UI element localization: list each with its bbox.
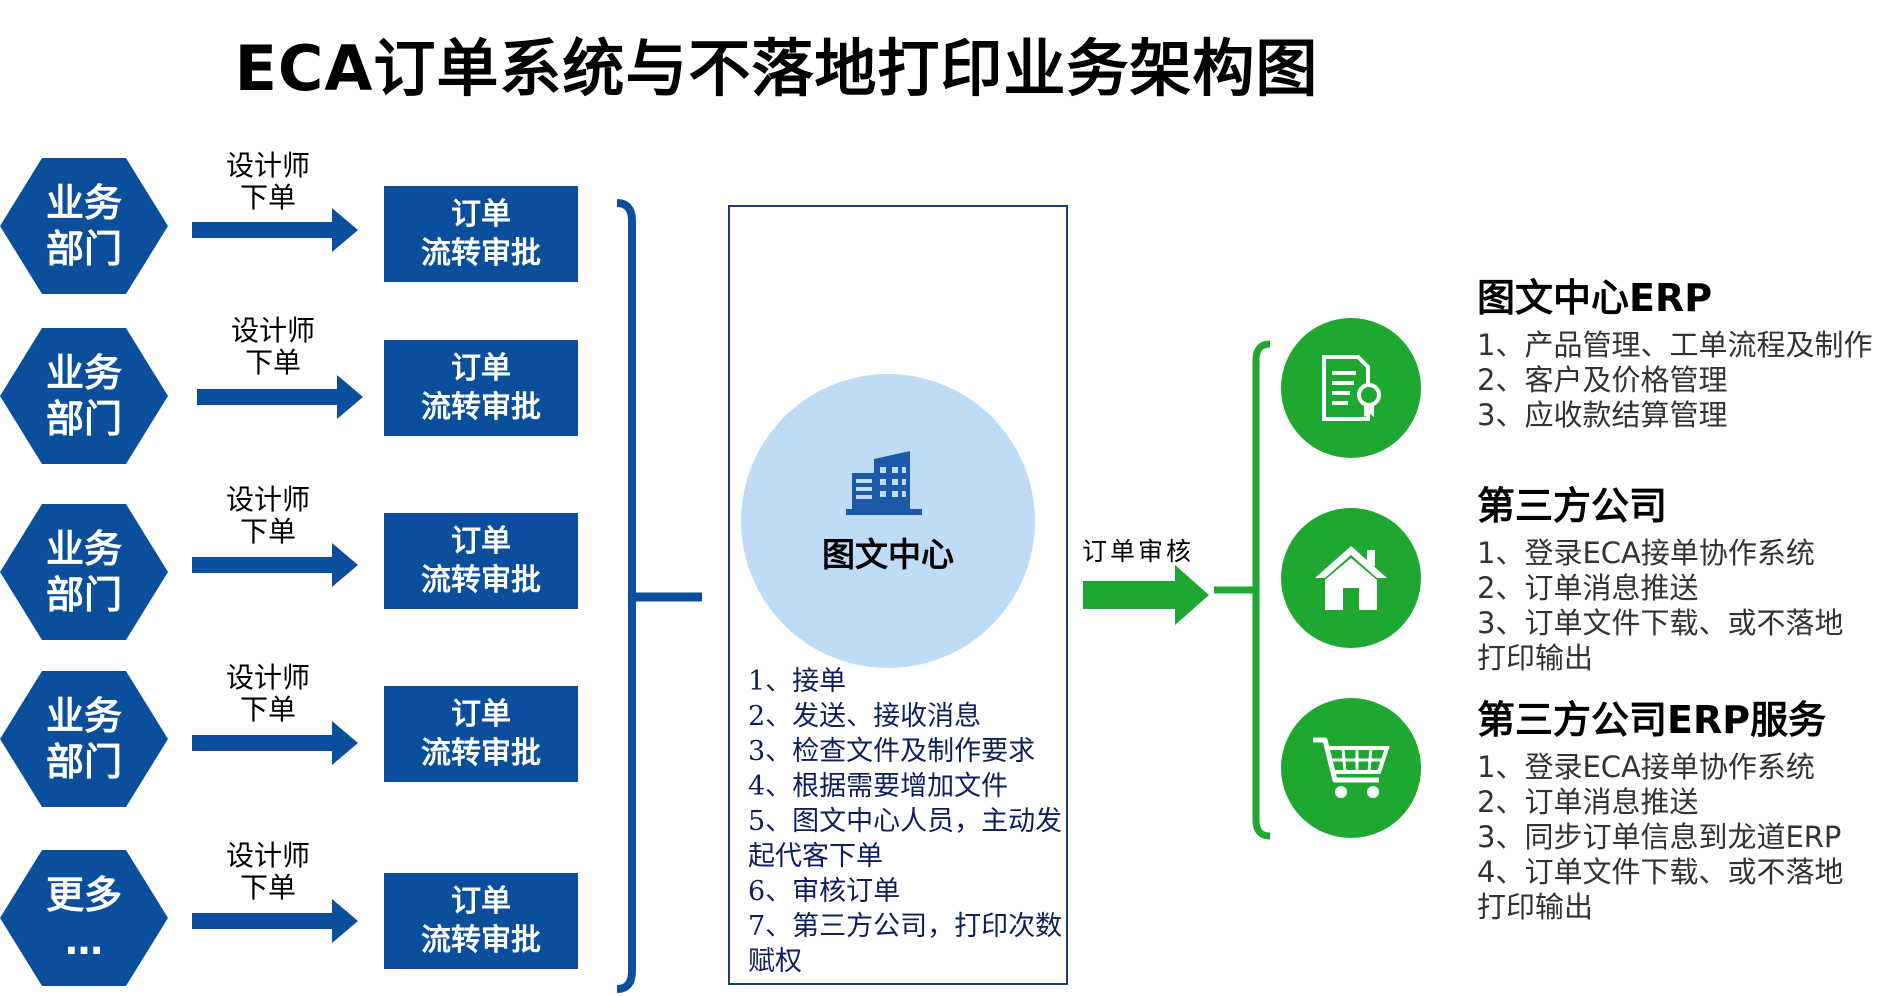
department-hexagon[interactable]: 业务 部门 bbox=[0, 671, 168, 807]
list-item: 2、发送、接收消息 bbox=[748, 701, 982, 732]
section-title: 第三方公司 bbox=[1477, 484, 1668, 528]
erp-section: 图文中心ERP 1、产品管理、工单流程及制作 2、客户及价格管理 3、应收款结算… bbox=[1477, 276, 1877, 433]
department-hexagon[interactable]: 更多 … bbox=[0, 850, 168, 986]
list-item: 3、同步订单信息到龙道ERP bbox=[1477, 820, 1842, 854]
right-arrow-icon bbox=[197, 375, 363, 419]
right-arrow-icon bbox=[192, 721, 358, 765]
erp-service-section: 第三方公司ERP服务 1、登录ECA接单协作系统 2、订单消息推送 3、同步订单… bbox=[1477, 698, 1857, 925]
arrow-label: 设计师 下单 bbox=[225, 149, 310, 214]
list-item: 3、应收款结算管理 bbox=[1477, 398, 1728, 432]
arrow-label: 设计师 下单 bbox=[225, 839, 310, 904]
list-item: 3、检查文件及制作要求 bbox=[748, 736, 1036, 767]
list-item: 4、根据需要增加文件 bbox=[748, 771, 1009, 802]
building-icon bbox=[846, 451, 922, 515]
section-list: 1、登录ECA接单协作系统 2、订单消息推送 3、同步订单信息到龙道ERP 4、… bbox=[1477, 750, 1857, 925]
list-item: 2、订单消息推送 bbox=[1477, 571, 1699, 605]
department-hexagon[interactable]: 业务 部门 bbox=[0, 158, 168, 294]
list-item: 2、客户及价格管理 bbox=[1477, 363, 1728, 397]
list-item: 7、第三方公司，打印次数赋权 bbox=[748, 911, 1063, 977]
company-circle bbox=[1281, 508, 1421, 648]
arrow-label: 设计师 下单 bbox=[230, 314, 315, 379]
list-item: 2、订单消息推送 bbox=[1477, 785, 1699, 819]
section-title: 第三方公司ERP服务 bbox=[1477, 698, 1827, 742]
approval-box[interactable]: 订单 流转审批 bbox=[384, 340, 578, 436]
approval-box[interactable]: 订单 流转审批 bbox=[384, 513, 578, 609]
approval-box[interactable]: 订单 流转审批 bbox=[384, 686, 578, 782]
right-arrow-icon bbox=[192, 543, 358, 587]
left-bracket bbox=[616, 199, 702, 993]
section-title: 图文中心ERP bbox=[1477, 276, 1713, 320]
right-bracket bbox=[1214, 340, 1271, 840]
section-list: 1、产品管理、工单流程及制作 2、客户及价格管理 3、应收款结算管理 bbox=[1477, 328, 1877, 433]
page-title: ECA订单系统与不落地打印业务架构图 bbox=[234, 32, 1319, 105]
audit-label: 订单审核 bbox=[1081, 537, 1194, 566]
green-right-arrow-icon bbox=[1083, 565, 1209, 625]
company-section: 第三方公司 1、登录ECA接单协作系统 2、订单消息推送 3、订单文件下载、或不… bbox=[1477, 484, 1857, 676]
arrow-label: 设计师 下单 bbox=[225, 483, 310, 548]
list-item: 4、订单文件下载、或不落地打印输出 bbox=[1477, 855, 1844, 924]
list-item: 5、图文中心人员，主动发起代客下单 bbox=[748, 806, 1063, 872]
section-list: 1、登录ECA接单协作系统 2、订单消息推送 3、订单文件下载、或不落地打印输出 bbox=[1477, 536, 1857, 676]
erp-service-circle bbox=[1281, 698, 1421, 838]
center-panel bbox=[728, 205, 1068, 985]
list-item: 1、登录ECA接单协作系统 bbox=[1477, 536, 1815, 570]
house-icon bbox=[1315, 546, 1387, 610]
center-circle bbox=[741, 374, 1035, 668]
list-item: 1、接单 bbox=[748, 666, 847, 697]
shopping-cart-icon bbox=[1313, 737, 1390, 798]
arrow-label: 设计师 下单 bbox=[225, 661, 310, 726]
list-item: 6、审核订单 bbox=[748, 876, 901, 907]
approval-box[interactable]: 订单 流转审批 bbox=[384, 873, 578, 969]
erp-circle bbox=[1281, 318, 1421, 458]
list-item: 1、登录ECA接单协作系统 bbox=[1477, 750, 1815, 784]
list-item: 3、订单文件下载、或不落地打印输出 bbox=[1477, 606, 1844, 675]
center-name: 图文中心 bbox=[822, 535, 954, 574]
department-hexagon[interactable]: 业务 部门 bbox=[0, 504, 168, 640]
approval-box[interactable]: 订单 流转审批 bbox=[384, 186, 578, 282]
center-steps-list: 1、接单 2、发送、接收消息 3、检查文件及制作要求 4、根据需要增加文件 5、… bbox=[748, 664, 1064, 979]
certificate-document-icon bbox=[1322, 355, 1381, 421]
right-arrow-icon bbox=[192, 899, 358, 943]
list-item: 1、产品管理、工单流程及制作 bbox=[1477, 328, 1873, 362]
department-hexagon[interactable]: 业务 部门 bbox=[0, 328, 168, 464]
right-arrow-icon bbox=[192, 208, 358, 252]
